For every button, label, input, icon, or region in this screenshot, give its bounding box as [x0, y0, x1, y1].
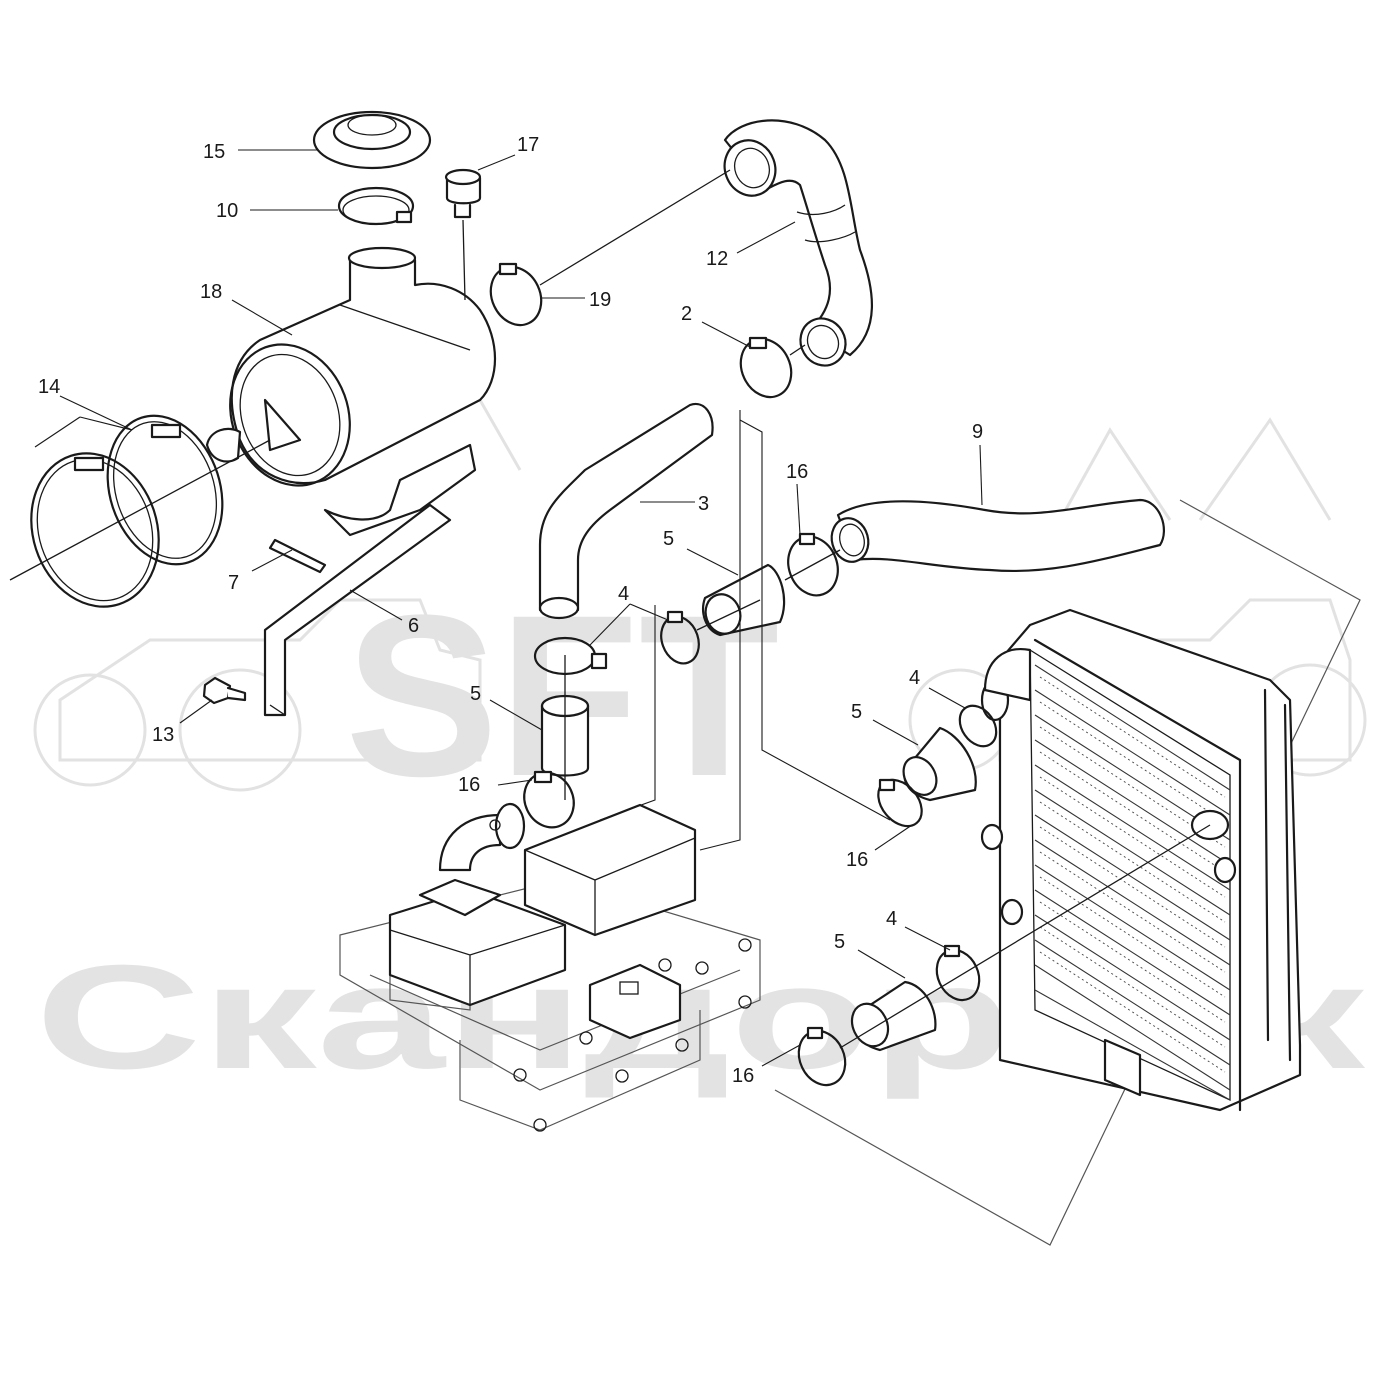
hose-9	[830, 498, 1165, 573]
label-16d: 16	[732, 1065, 754, 1087]
label-5a: 5	[663, 528, 674, 550]
filter-mounting-bands	[9, 414, 271, 608]
label-5b: 5	[470, 683, 481, 705]
engine-block	[339, 802, 761, 1132]
label-17: 17	[517, 134, 539, 156]
clamp-19-screw	[498, 262, 518, 276]
label-14: 14	[38, 376, 60, 398]
clamp-4c	[958, 704, 998, 748]
bolt	[202, 676, 247, 705]
label-9: 9	[972, 421, 983, 443]
label-16c: 16	[846, 849, 868, 871]
label-18: 18	[200, 281, 222, 303]
label-19: 19	[589, 289, 611, 311]
label-4a: 4	[618, 583, 629, 605]
label-4c: 4	[886, 908, 897, 930]
label-5c: 5	[851, 701, 862, 723]
label-2: 2	[681, 303, 692, 325]
label-13: 13	[152, 724, 174, 746]
label-7: 7	[228, 572, 239, 594]
intercooler-radiator	[774, 499, 1361, 1246]
part-labels: 15 10 17 18 19 12 2 14 3 9 16 5 4 7 6 13…	[38, 134, 983, 1087]
sleeve-5c	[902, 726, 977, 802]
label-16a: 16	[786, 461, 808, 483]
air-filter-assembly	[205, 110, 496, 487]
hose-3	[538, 402, 714, 620]
label-6: 6	[408, 615, 419, 637]
leader-lines	[34, 149, 983, 1067]
label-15: 15	[203, 141, 225, 163]
mounting-bracket	[263, 443, 477, 717]
label-16b: 16	[458, 774, 480, 796]
label-4b: 4	[909, 667, 920, 689]
label-10: 10	[216, 200, 238, 222]
label-5d: 5	[834, 931, 845, 953]
hose-12	[723, 119, 873, 367]
label-3: 3	[698, 493, 709, 515]
label-12: 12	[706, 248, 728, 270]
